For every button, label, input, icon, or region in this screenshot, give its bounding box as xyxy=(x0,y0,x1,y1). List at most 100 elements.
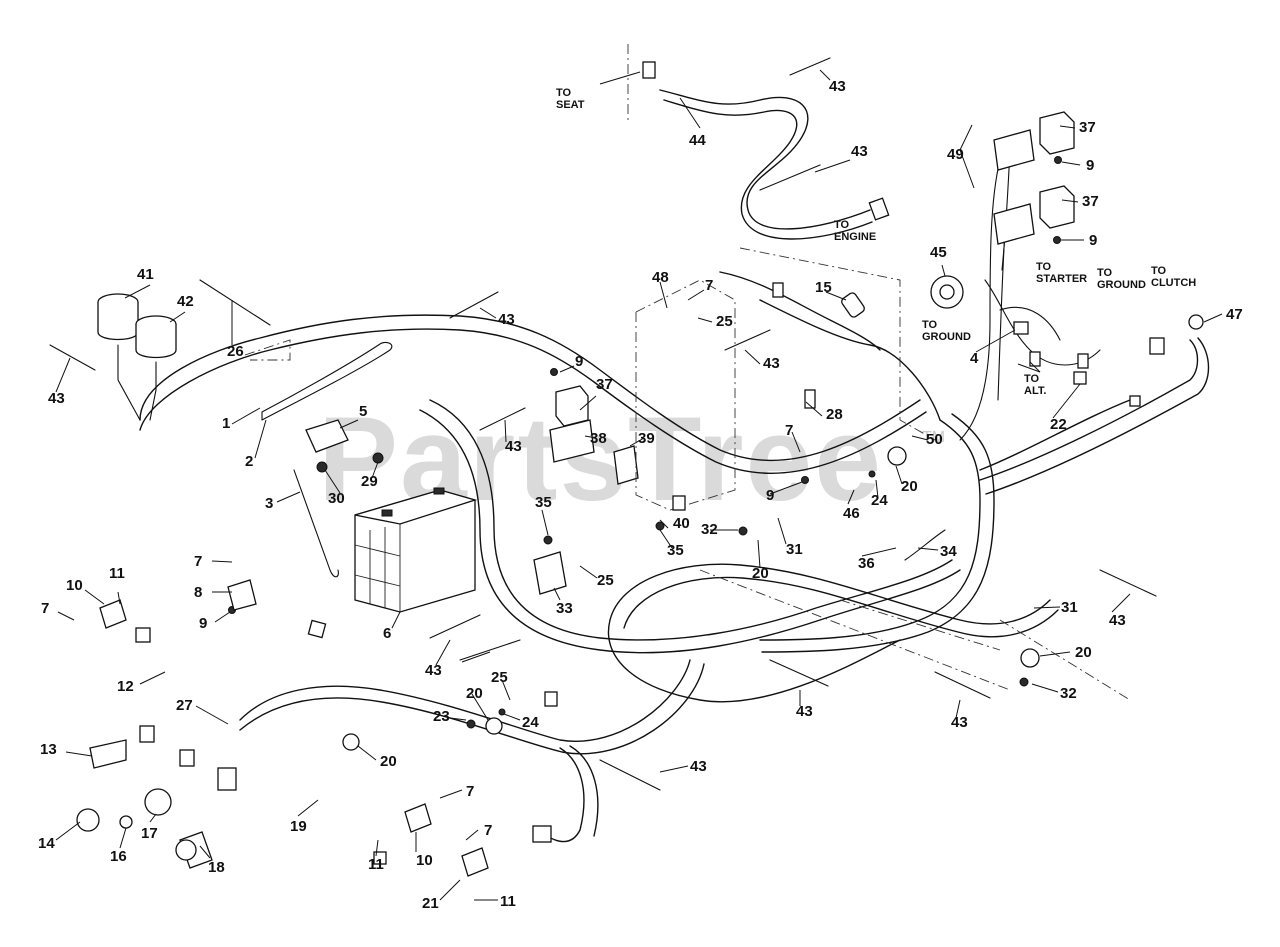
callout-9: 9 xyxy=(1086,157,1094,174)
callout-44: 44 xyxy=(689,132,706,149)
callout-9: 9 xyxy=(575,353,583,370)
callout-5: 5 xyxy=(359,403,367,420)
callout-20: 20 xyxy=(901,478,918,495)
callout-12: 12 xyxy=(117,678,134,695)
callout-13: 13 xyxy=(40,741,57,758)
callout-37: 37 xyxy=(596,376,613,393)
callout-34: 34 xyxy=(940,543,957,560)
callout-2: 2 xyxy=(245,453,253,470)
callout-11: 11 xyxy=(500,893,516,910)
callout-37: 37 xyxy=(1079,119,1096,136)
main-harness xyxy=(139,89,1210,843)
callout-43: 43 xyxy=(851,143,868,160)
callout-24: 24 xyxy=(522,714,539,731)
callout-17: 17 xyxy=(141,825,158,842)
hour-meter-gauges xyxy=(97,293,177,421)
callout-9: 9 xyxy=(1089,232,1097,249)
callout-6: 6 xyxy=(383,625,391,642)
callout-31: 31 xyxy=(1061,599,1078,616)
callout-43: 43 xyxy=(505,438,522,455)
callout-32: 32 xyxy=(701,521,718,538)
hardware xyxy=(49,57,1204,877)
callout-1: 1 xyxy=(222,415,230,432)
callout-30: 30 xyxy=(328,490,345,507)
callout-49: 49 xyxy=(947,146,964,163)
callout-41: 41 xyxy=(137,266,154,283)
callout-16: 16 xyxy=(110,848,127,865)
callout-25: 25 xyxy=(597,572,614,589)
callout-11: 11 xyxy=(368,856,384,873)
callout-32: 32 xyxy=(1060,685,1077,702)
callout-25: 25 xyxy=(716,313,733,330)
relays xyxy=(533,111,1075,595)
callout-45: 45 xyxy=(930,244,947,261)
callout-20: 20 xyxy=(1075,644,1092,661)
leader-lines xyxy=(55,69,1223,901)
callout-43: 43 xyxy=(690,758,707,775)
callout-50: 50 xyxy=(926,431,943,448)
callout-39: 39 xyxy=(638,430,655,447)
callout-20: 20 xyxy=(380,753,397,770)
callout-25: 25 xyxy=(491,669,508,686)
part-callouts: 1234567777778999991010111111121314151617… xyxy=(38,78,1243,912)
callout-28: 28 xyxy=(826,406,843,423)
callout-9: 9 xyxy=(199,615,207,632)
callout-31: 31 xyxy=(786,541,803,558)
callout-14: 14 xyxy=(38,835,55,852)
mounting-panel xyxy=(244,44,1131,701)
callout-27: 27 xyxy=(176,697,193,714)
callout-15: 15 xyxy=(815,279,832,296)
callout-20: 20 xyxy=(752,565,769,582)
battery xyxy=(354,487,478,613)
callout-7: 7 xyxy=(705,277,713,294)
callout-37: 37 xyxy=(1082,193,1099,210)
callout-7: 7 xyxy=(484,822,492,839)
callout-26: 26 xyxy=(227,343,244,360)
callout-29: 29 xyxy=(361,473,378,490)
callout-47: 47 xyxy=(1226,306,1243,323)
callout-40: 40 xyxy=(673,515,690,532)
callout-20: 20 xyxy=(466,685,483,702)
callout-43: 43 xyxy=(48,390,65,407)
callout-36: 36 xyxy=(858,555,875,572)
callout-8: 8 xyxy=(194,584,202,601)
callout-43: 43 xyxy=(425,662,442,679)
callout-7: 7 xyxy=(194,553,202,570)
callout-43: 43 xyxy=(1109,612,1126,629)
callout-38: 38 xyxy=(590,430,607,447)
callout-46: 46 xyxy=(843,505,860,522)
callout-43: 43 xyxy=(829,78,846,95)
callout-10: 10 xyxy=(66,577,83,594)
callout-7: 7 xyxy=(466,783,474,800)
callout-43: 43 xyxy=(498,311,515,328)
callout-4: 4 xyxy=(970,350,979,367)
callout-22: 22 xyxy=(1050,416,1067,433)
callout-24: 24 xyxy=(871,492,888,509)
callout-35: 35 xyxy=(535,494,552,511)
callout-19: 19 xyxy=(290,818,307,835)
callout-3: 3 xyxy=(265,495,273,512)
callout-43: 43 xyxy=(763,355,780,372)
callout-48: 48 xyxy=(652,269,669,286)
callout-18: 18 xyxy=(208,859,225,876)
callout-7: 7 xyxy=(41,600,49,617)
callout-43: 43 xyxy=(796,703,813,720)
callout-42: 42 xyxy=(177,293,194,310)
callout-21: 21 xyxy=(422,895,439,912)
callout-43: 43 xyxy=(951,714,968,731)
watermark-trademark: TM xyxy=(922,429,945,446)
callout-35: 35 xyxy=(667,542,684,559)
callout-33: 33 xyxy=(556,600,573,617)
callout-23: 23 xyxy=(433,708,450,725)
callout-9: 9 xyxy=(766,487,774,504)
connectors xyxy=(135,61,1165,865)
